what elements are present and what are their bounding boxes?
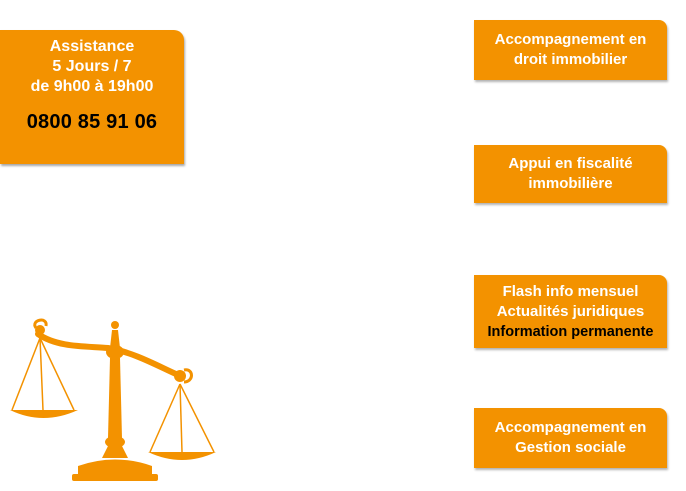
service-droit-immobilier[interactable]: Accompagnement en droit immobilier xyxy=(474,20,667,80)
service-label-line: Appui en fiscalité xyxy=(508,155,633,172)
assistance-hours: de 9h00 à 19h00 xyxy=(30,78,154,95)
service-label-line: immobilière xyxy=(528,175,613,192)
assistance-title: Assistance xyxy=(49,38,135,55)
service-label-line: Actualités juridiques xyxy=(496,302,645,320)
service-label-line: Gestion sociale xyxy=(515,439,626,456)
scales-of-justice-icon xyxy=(8,318,220,486)
service-label-line: Accompagnement en xyxy=(494,31,647,48)
service-fiscalite-immobiliere[interactable]: Appui en fiscalité immobilière xyxy=(474,145,667,203)
service-gestion-sociale[interactable]: Accompagnement en Gestion sociale xyxy=(474,408,667,468)
assistance-box: Assistance 5 Jours / 7 de 9h00 à 19h00 0… xyxy=(0,30,184,164)
service-label-line: Accompagnement en xyxy=(494,419,647,436)
assistance-phone[interactable]: 0800 85 91 06 xyxy=(26,111,158,133)
service-flash-info[interactable]: Flash info mensuel Actualités juridiques… xyxy=(474,275,667,348)
service-label-line-highlight: Information permanente xyxy=(487,323,654,340)
service-label-line: Flash info mensuel xyxy=(502,282,639,300)
assistance-days: 5 Jours / 7 xyxy=(52,58,132,75)
service-label-line: droit immobilier xyxy=(513,51,628,68)
